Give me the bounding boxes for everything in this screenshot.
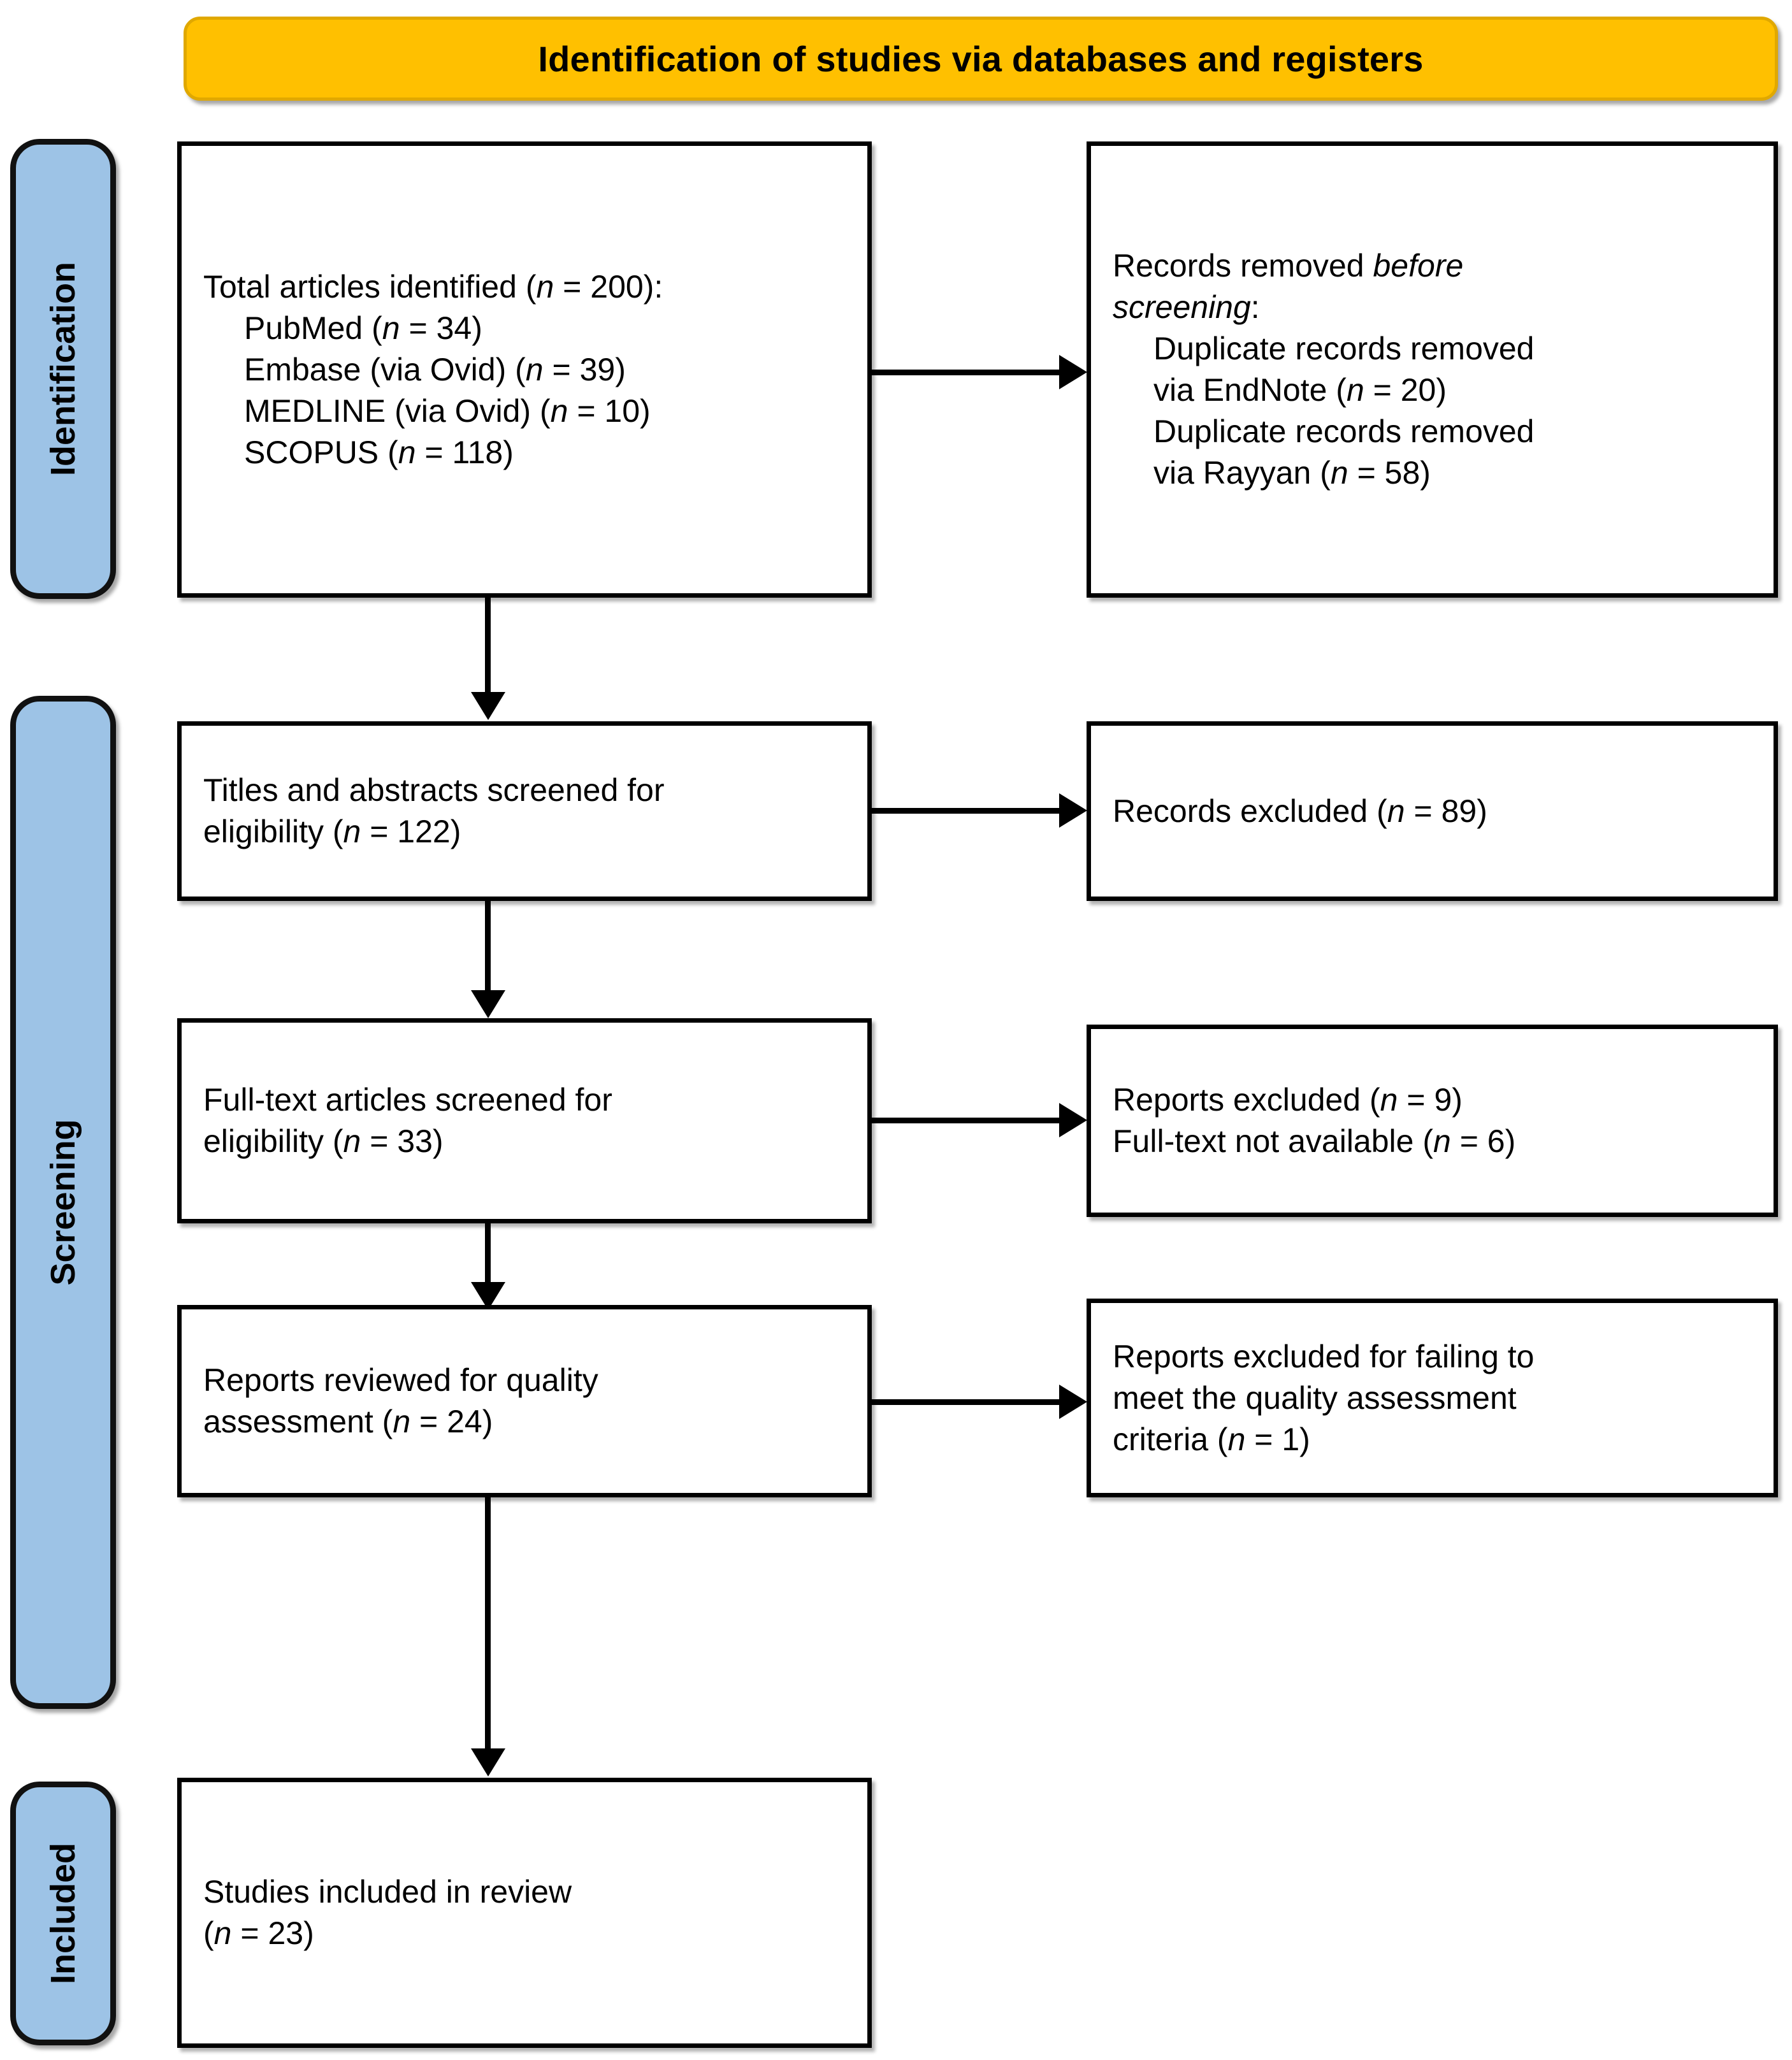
identified-line-1: PubMed (n = 34): [244, 310, 482, 346]
removed-line-0-prefix: Records removed: [1113, 248, 1373, 284]
stage-label-identification: Identification: [44, 262, 82, 476]
included-line-1: (n = 23): [203, 1915, 314, 1951]
removed-line-2: Duplicate records removed: [1153, 331, 1535, 366]
identified-line-2: Embase (via Ovid) (n = 39): [244, 351, 626, 387]
connector-identified-to-titles-arrow: [471, 692, 505, 720]
quality-excluded-line-1: meet the quality assessment: [1113, 1379, 1517, 1416]
identified-line-4: SCOPUS (n = 118): [244, 434, 514, 470]
identified-line-3: MEDLINE (via Ovid) (n = 10): [244, 393, 651, 429]
header-banner: Identification of studies via databases …: [184, 17, 1778, 101]
connector-identified-to-removed-line: [872, 370, 1063, 375]
stage-label-included: Included: [44, 1842, 82, 1985]
box-reports-reviewed-quality: Reports reviewed for quality assessment …: [177, 1305, 872, 1497]
removed-line-0: Records removed before: [1113, 245, 1752, 287]
quality-line-1: assessment (n = 24): [203, 1404, 493, 1439]
removed-line-4: Duplicate records removed: [1153, 414, 1535, 449]
removed-line-1-emphasis: screening: [1113, 289, 1251, 325]
box-reports-excluded-text: Reports excluded (n = 9) Full-text not a…: [1091, 1079, 1774, 1162]
box-total-articles-identified: Total articles identified (n = 200): Pub…: [177, 141, 872, 598]
box-reports-reviewed-quality-text: Reports reviewed for quality assessment …: [182, 1360, 867, 1443]
box-reports-excluded-quality: Reports excluded for failing to meet the…: [1087, 1299, 1778, 1497]
page-title: Identification of studies via databases …: [538, 38, 1424, 79]
box-records-excluded-text: Records excluded (n = 89): [1091, 791, 1774, 832]
included-line-0: Studies included in review: [203, 1874, 572, 1910]
removed-line-5: via Rayyan (n = 58): [1153, 455, 1431, 491]
box-total-articles-identified-text: Total articles identified (n = 200): Pub…: [182, 266, 867, 473]
box-reports-excluded: Reports excluded (n = 9) Full-text not a…: [1087, 1025, 1778, 1217]
stage-bar-screening: Screening: [10, 696, 116, 1709]
connector-identified-to-removed-arrow: [1059, 355, 1087, 389]
connector-fulltext-to-reports-arrow: [1059, 1103, 1087, 1137]
box-records-removed-text: Records removed before screening: Duplic…: [1091, 245, 1774, 494]
box-titles-abstracts-text: Titles and abstracts screened for eligib…: [182, 770, 867, 853]
titles-line-1: eligibility (n = 122): [203, 814, 461, 849]
connector-quality-to-included-line: [485, 1497, 491, 1752]
box-full-text-screened-text: Full-text articles screened for eligibil…: [182, 1079, 867, 1162]
removed-line-3: via EndNote (n = 20): [1153, 372, 1447, 408]
connector-quality-to-excluded-line: [872, 1399, 1063, 1405]
records-excluded-line-0: Records excluded (n = 89): [1113, 793, 1487, 829]
removed-line-0-emphasis: before: [1373, 248, 1464, 284]
quality-excluded-line-2: criteria (n = 1): [1113, 1421, 1310, 1457]
quality-excluded-line-0: Reports excluded for failing to: [1113, 1338, 1535, 1374]
box-studies-included-text: Studies included in review (n = 23): [182, 1871, 867, 1954]
box-titles-abstracts-screened: Titles and abstracts screened for eligib…: [177, 721, 872, 901]
connector-titles-to-fulltext-line: [485, 901, 491, 993]
box-records-excluded: Records excluded (n = 89): [1087, 721, 1778, 901]
stage-bar-included: Included: [10, 1782, 116, 2045]
connector-fulltext-to-reports-line: [872, 1118, 1063, 1123]
titles-line-0: Titles and abstracts screened for: [203, 772, 665, 808]
connector-titles-to-fulltext-arrow: [471, 990, 505, 1018]
box-studies-included: Studies included in review (n = 23): [177, 1778, 872, 2048]
connector-titles-to-excluded-line: [872, 808, 1063, 814]
connector-titles-to-excluded-arrow: [1059, 793, 1087, 828]
box-reports-excluded-quality-text: Reports excluded for failing to meet the…: [1091, 1336, 1774, 1460]
removed-line-1-suffix: :: [1250, 289, 1260, 325]
connector-identified-to-titles-line: [485, 598, 491, 695]
stage-bar-identification: Identification: [10, 139, 116, 599]
reports-excluded-line-1: Full-text not available (n = 6): [1113, 1123, 1516, 1159]
fulltext-line-0: Full-text articles screened for: [203, 1082, 612, 1118]
connector-fulltext-to-quality-line: [485, 1223, 491, 1313]
identified-line-0: Total articles identified (n = 200):: [203, 268, 663, 305]
box-full-text-screened: Full-text articles screened for eligibil…: [177, 1018, 872, 1223]
connector-quality-to-excluded-arrow: [1059, 1385, 1087, 1419]
connector-quality-to-included-arrow: [471, 1748, 505, 1776]
stage-label-screening: Screening: [44, 1119, 82, 1286]
fulltext-line-1: eligibility (n = 33): [203, 1123, 444, 1159]
quality-line-0: Reports reviewed for quality: [203, 1362, 598, 1398]
removed-line-1: screening:: [1113, 287, 1752, 328]
box-records-removed-before-screening: Records removed before screening: Duplic…: [1087, 141, 1778, 598]
reports-excluded-line-0: Reports excluded (n = 9): [1113, 1082, 1463, 1118]
